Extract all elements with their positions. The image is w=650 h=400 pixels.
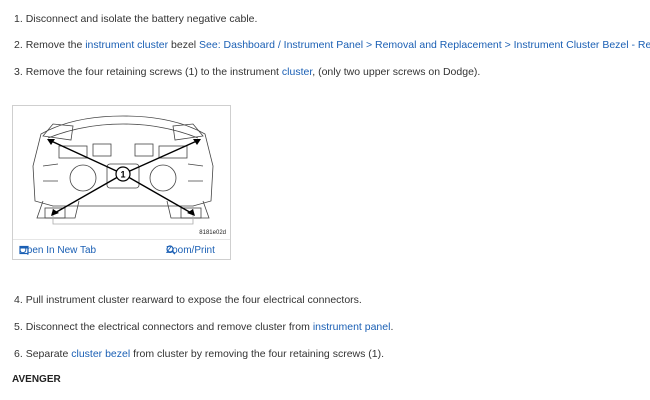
step-number: 1. bbox=[14, 13, 23, 25]
inline-link[interactable]: instrument panel bbox=[312, 321, 391, 333]
zoom-print-label: Zoom/Print bbox=[166, 245, 215, 256]
step-number: 3. bbox=[14, 66, 23, 78]
diagram-figure: 1 8181e02d Open In New Tab Zoom/Print bbox=[12, 105, 231, 260]
step-text: Remove the four retaining screws (1) to … bbox=[25, 66, 282, 78]
step-text: from cluster by removing the four retain… bbox=[130, 348, 385, 360]
callout-circle bbox=[115, 166, 131, 182]
step-text: bezel bbox=[168, 39, 200, 51]
step-4: 4. Pull instrument cluster rearward to e… bbox=[14, 293, 362, 307]
step-text: Separate bbox=[25, 348, 72, 360]
step-text: Remove the bbox=[25, 39, 86, 51]
step-6: 6. Separate cluster bezel from cluster b… bbox=[14, 347, 384, 361]
callout-number: 1 bbox=[120, 170, 125, 180]
step-3: 3. Remove the four retaining screws (1) … bbox=[14, 65, 480, 79]
step-text: Disconnect the electrical connectors and… bbox=[25, 321, 313, 333]
inline-link[interactable]: See: Dashboard / Instrument Panel > Remo… bbox=[199, 39, 650, 51]
step-1: 1. Disconnect and isolate the battery ne… bbox=[14, 12, 257, 26]
open-in-new-tab-button[interactable]: Open In New Tab bbox=[19, 245, 96, 256]
open-in-new-tab-label: Open In New Tab bbox=[19, 245, 97, 256]
figure-divider bbox=[13, 239, 230, 240]
instrument-cluster-diagram: 1 bbox=[32, 115, 214, 225]
step-text: . bbox=[390, 321, 394, 333]
inline-link[interactable]: cluster bezel bbox=[71, 348, 131, 360]
step-number: 5. bbox=[14, 321, 23, 333]
open-in-new-tab-icon bbox=[19, 245, 29, 255]
step-2: 2. Remove the instrument cluster bezel S… bbox=[14, 38, 650, 52]
step-text: , (only two upper screws on Dodge). bbox=[312, 66, 481, 78]
step-text: Pull instrument cluster rearward to expo… bbox=[25, 294, 362, 306]
zoom-print-button[interactable]: Zoom/Print bbox=[166, 245, 215, 256]
step-number: 6. bbox=[14, 348, 23, 360]
inline-link[interactable]: instrument cluster bbox=[85, 39, 169, 51]
step-text: Disconnect and isolate the battery negat… bbox=[25, 13, 258, 25]
figure-code: 8181e02d bbox=[199, 230, 226, 236]
step-number: 4. bbox=[14, 294, 23, 306]
inline-link[interactable]: cluster bbox=[281, 66, 313, 78]
step-number: 2. bbox=[14, 39, 23, 51]
section-heading: AVENGER bbox=[12, 374, 61, 385]
step-5: 5. Disconnect the electrical connectors … bbox=[14, 320, 393, 334]
magnifier-icon bbox=[166, 245, 176, 255]
